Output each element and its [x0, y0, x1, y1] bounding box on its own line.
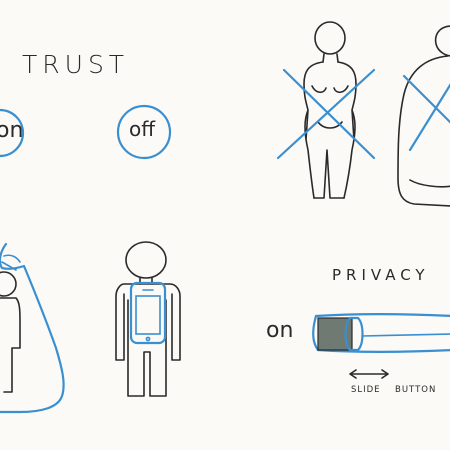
privacy-slider-icon[interactable]: [312, 313, 450, 353]
trust-on-label: on: [0, 118, 24, 143]
trust-off-label: off: [129, 117, 156, 141]
privacy-on-label: on: [266, 318, 294, 343]
robed-figure-crossed-icon: [397, 25, 450, 207]
toggle-off-icon[interactable]: [116, 104, 172, 160]
privacy-title: PRIVACY: [332, 266, 430, 284]
button-label: BUTTON: [395, 385, 437, 395]
person-with-phone-icon: [115, 241, 181, 397]
toggle-on-icon[interactable]: [0, 108, 25, 158]
slide-label: SLIDE: [351, 385, 381, 395]
body-crossed-icon: [276, 21, 376, 199]
double-arrow-icon: [349, 369, 389, 379]
person-in-bag-icon: [0, 242, 65, 414]
trust-title: TRUST: [22, 50, 130, 79]
